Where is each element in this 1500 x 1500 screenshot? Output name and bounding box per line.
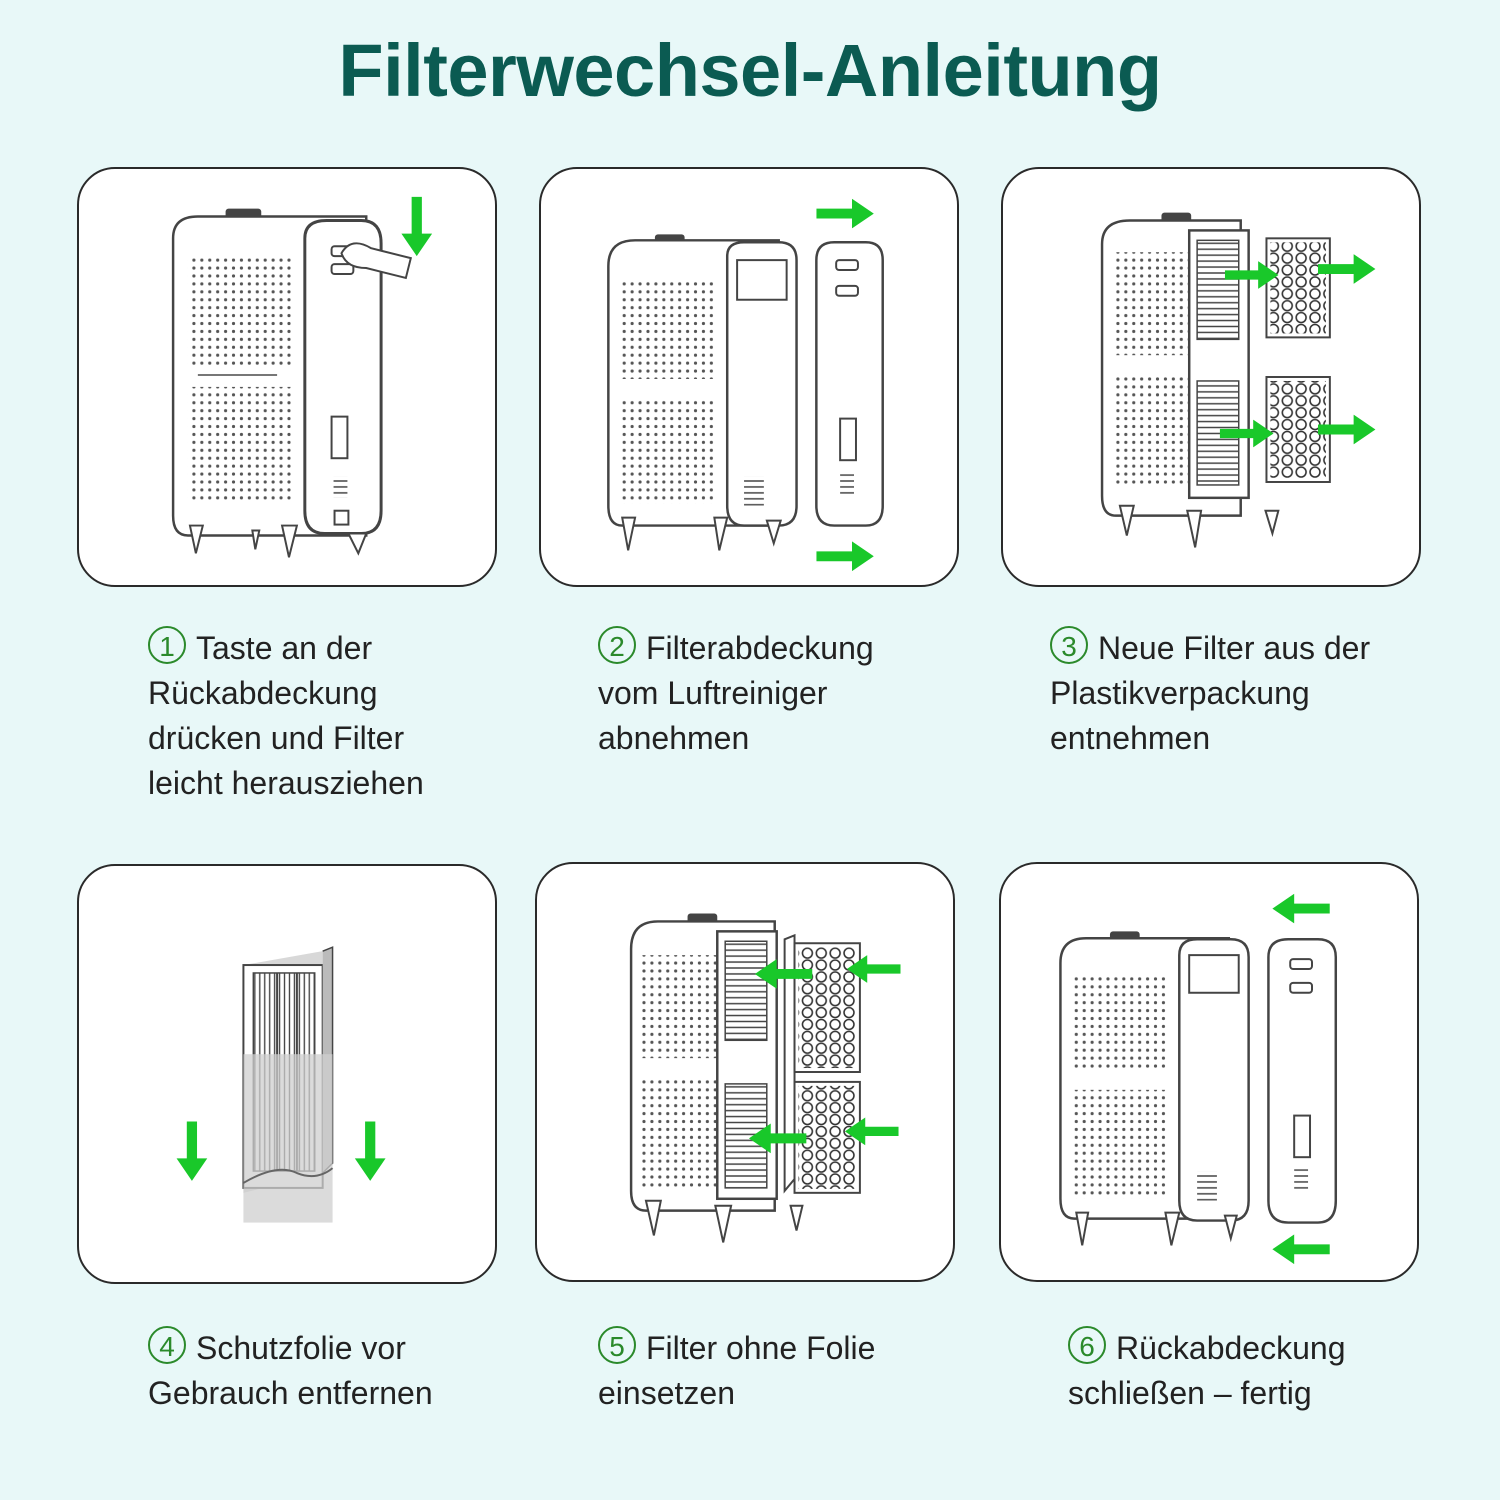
step-text: Gebrauch entfernen	[148, 1375, 433, 1411]
page-title: Filterwechsel-Anleitung	[338, 29, 1162, 112]
step-text: Taste an der	[196, 630, 373, 666]
step-6-caption: 6 Rückabdeckung schließen – fertig	[1068, 1326, 1398, 1416]
step-6-illustration	[999, 862, 1419, 1282]
step-2-caption: 2 Filterabdeckung vom Luftreiniger abnehme…	[598, 626, 918, 761]
step-5-illustration	[535, 862, 955, 1282]
step-number-badge: 6	[1068, 1326, 1106, 1364]
step-2-illustration	[539, 167, 959, 587]
step-3-illustration	[1001, 167, 1421, 587]
step-number-badge: 4	[148, 1326, 186, 1364]
step-text: einsetzen	[598, 1375, 735, 1411]
step-text: schließen – fertig	[1068, 1375, 1312, 1411]
step-4-illustration	[77, 864, 497, 1284]
step-text: Filterabdeckung	[646, 630, 874, 666]
step-number-badge: 3	[1050, 626, 1088, 664]
step-number-badge: 5	[598, 1326, 636, 1364]
step-text: Neue Filter aus der	[1098, 630, 1371, 666]
step-number-badge: 2	[598, 626, 636, 664]
step-text: Rückabdeckung	[1116, 1330, 1346, 1366]
step-number-badge: 1	[148, 626, 186, 664]
step-text: vom Luftreiniger abnehmen	[598, 675, 828, 756]
step-5-caption: 5 Filter ohne Folie einsetzen	[598, 1326, 918, 1416]
step-1-illustration	[77, 167, 497, 587]
step-text: Plastikverpackung entnehmen	[1050, 675, 1310, 756]
step-text: Filter ohne Folie	[646, 1330, 876, 1366]
step-text: Rückabdeckung drücken und Filter leicht …	[148, 675, 424, 801]
step-text: Schutzfolie vor	[196, 1330, 406, 1366]
